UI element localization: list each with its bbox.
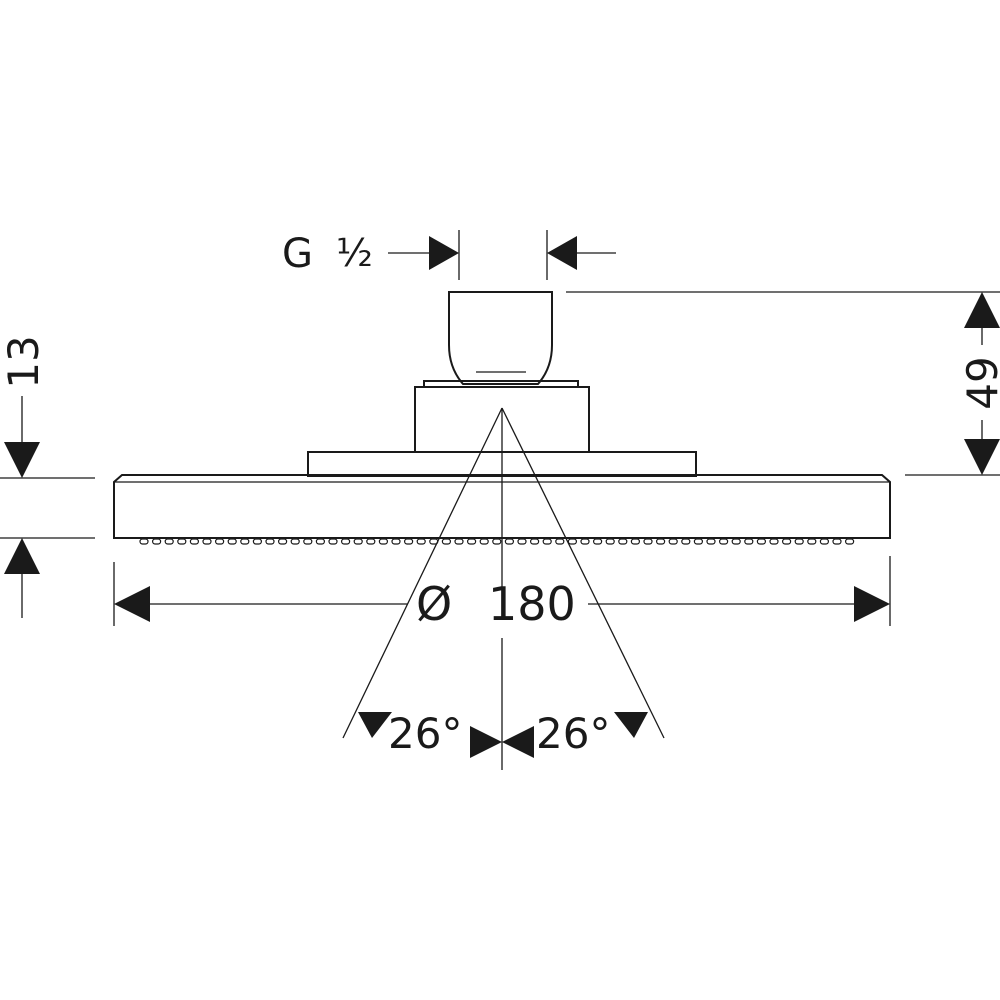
spray-cone-right-line (501, 407, 665, 739)
angle-right-value: 26° (536, 709, 610, 758)
nozzle (807, 538, 817, 545)
shower-head-body (113, 291, 891, 545)
spray-cone (342, 407, 665, 770)
nozzle (769, 538, 779, 545)
thread-arrow-right (547, 236, 577, 270)
nozzle (252, 538, 262, 545)
nozzle (681, 538, 691, 545)
nozzle (416, 538, 426, 545)
nozzle (341, 538, 351, 545)
nozzle (517, 538, 527, 545)
nozzle (139, 538, 149, 545)
thickness-dimension: 13 (0, 335, 95, 618)
nozzle (404, 538, 414, 545)
nozzle (744, 538, 754, 545)
angle-left-arrow-inner (470, 726, 502, 758)
nozzle (265, 538, 275, 545)
angle-left-arrow-outer (358, 712, 392, 738)
nozzle (328, 538, 338, 545)
thread-dimension: G ½ (282, 230, 616, 280)
nozzle (693, 538, 704, 545)
nozzle (189, 538, 199, 545)
nozzle (605, 538, 615, 545)
nozzle (756, 538, 767, 545)
diameter-value: 180 (488, 577, 576, 631)
nozzle (353, 538, 363, 545)
nozzle (177, 538, 187, 545)
nozzle (844, 538, 855, 545)
nozzle-row (139, 538, 855, 545)
connector-nut (448, 291, 553, 385)
nozzle (479, 538, 489, 545)
thread-arrow-left (429, 236, 459, 270)
nozzle (492, 538, 502, 545)
nozzle (315, 538, 325, 545)
nozzle (706, 538, 716, 545)
nozzle (781, 538, 792, 545)
nozzle (580, 538, 590, 545)
nozzle (227, 538, 237, 545)
nozzle (290, 538, 300, 545)
nozzle (630, 538, 641, 545)
nozzle (391, 538, 401, 545)
thread-fraction: ½ (336, 231, 373, 275)
nozzle (215, 538, 225, 545)
height-arrow-bottom (964, 439, 1000, 475)
nozzle (668, 538, 678, 545)
diameter-arrow-right (854, 586, 890, 622)
nozzle (278, 538, 288, 545)
nozzle (794, 538, 804, 545)
spray-cone-left-line (342, 407, 503, 739)
thickness-value: 13 (0, 335, 48, 388)
nozzle (467, 538, 477, 545)
height-dimension: 49 (566, 291, 1000, 476)
nozzle (819, 538, 830, 545)
angle-right-arrow-inner (502, 726, 534, 758)
nozzle (731, 538, 741, 545)
diameter-dimension: Ø 180 (113, 556, 891, 631)
nozzle (555, 538, 565, 545)
nozzle (366, 538, 376, 545)
height-arrow-top (964, 292, 1000, 328)
nozzle (240, 538, 250, 545)
nozzle (592, 538, 603, 545)
nozzle (542, 538, 552, 545)
nozzle (454, 538, 464, 545)
nozzle (832, 538, 842, 545)
nozzle (655, 538, 666, 545)
nozzle (378, 538, 388, 545)
angle-right-arrow-outer (614, 712, 648, 738)
angle-dimensions: 26° 26° (358, 709, 648, 758)
diameter-arrow-left (114, 586, 150, 622)
height-value: 49 (958, 356, 1000, 409)
nozzle (567, 538, 578, 545)
nozzle (202, 538, 212, 545)
nozzle (643, 538, 653, 545)
nozzle (303, 538, 313, 545)
nozzle (504, 538, 514, 545)
nozzle (164, 538, 174, 545)
nozzle (441, 538, 451, 545)
thickness-arrow-bottom (4, 538, 40, 574)
angle-left-value: 26° (388, 709, 462, 758)
diameter-symbol: Ø (416, 577, 452, 631)
thickness-arrow-top (4, 442, 40, 478)
nozzle (529, 538, 540, 545)
nozzle (718, 538, 729, 545)
nozzle (618, 538, 628, 545)
nozzle (152, 538, 162, 545)
thread-letter: G (282, 231, 313, 277)
